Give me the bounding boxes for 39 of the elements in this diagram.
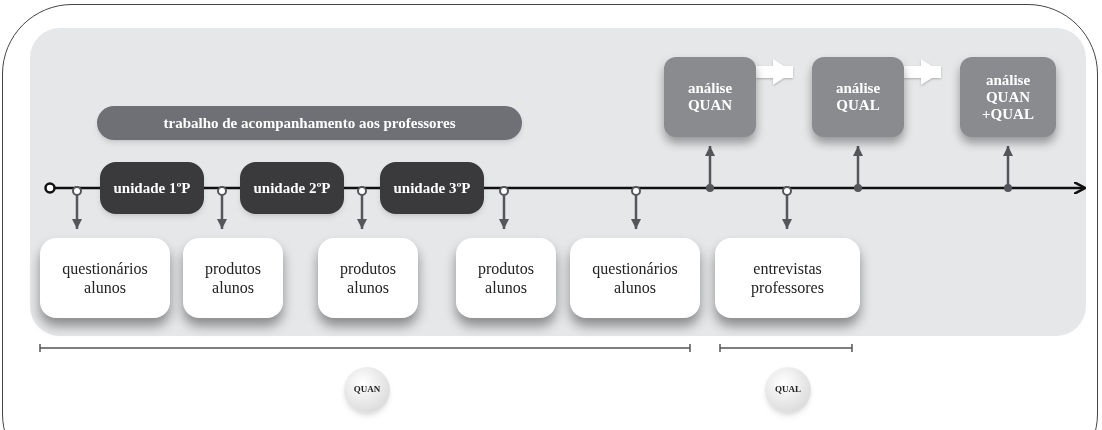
data-source-box <box>715 238 860 318</box>
data-source-box <box>40 238 170 318</box>
data-source-box <box>570 238 700 318</box>
node-label: análise QUAN <box>686 80 734 114</box>
arrow <box>705 146 715 188</box>
arrow <box>499 195 509 229</box>
unit-box <box>380 162 484 214</box>
arrow <box>1003 146 1013 188</box>
data-source-box <box>183 238 283 318</box>
arrow <box>72 195 82 229</box>
node-label: análise QUAL <box>834 80 882 114</box>
data-source-box <box>456 238 556 318</box>
node-label: produtos alunos <box>204 259 262 297</box>
arrow <box>782 195 792 229</box>
data-source-box <box>318 238 418 318</box>
node-label: unidade 3ºP <box>393 178 471 198</box>
unit-box <box>100 162 204 214</box>
arrow <box>217 195 227 229</box>
unit-box <box>240 162 344 214</box>
node-label: entrevistas professores <box>750 259 825 297</box>
node-label: unidade 2ºP <box>253 178 331 198</box>
node-label: QUAL <box>775 383 801 397</box>
node-label: análise QUAN +QUAL <box>981 71 1035 123</box>
block-arrow <box>904 59 941 85</box>
node-label: questionários alunos <box>591 259 679 297</box>
arrow <box>853 146 863 188</box>
analysis-box <box>812 57 904 137</box>
arrow <box>631 195 641 229</box>
node-label: questionários alunos <box>61 259 149 297</box>
band-label <box>97 106 522 140</box>
node-label: unidade 1ºP <box>113 178 191 198</box>
block-arrow <box>756 59 793 85</box>
node-label: QUAN <box>353 383 381 397</box>
node-label: produtos alunos <box>477 259 535 297</box>
arrow <box>357 195 367 229</box>
node-label: produtos alunos <box>339 259 397 297</box>
node-label: trabalho de acompanhamento aos professores <box>163 113 456 133</box>
analysis-box <box>960 57 1056 137</box>
analysis-box <box>664 57 756 137</box>
